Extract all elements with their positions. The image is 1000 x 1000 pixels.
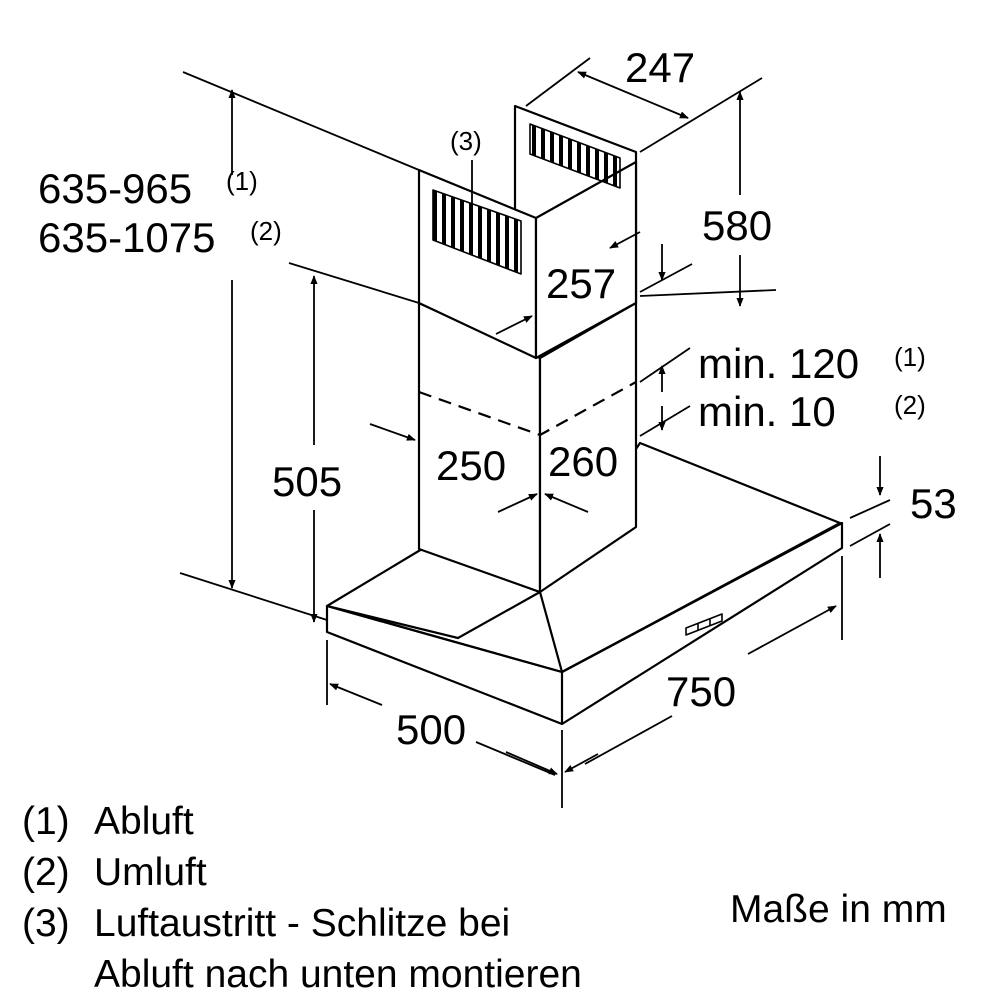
dim-gap-recirc: min. 10: [698, 388, 836, 435]
extension-lines: [179, 57, 891, 808]
dim-chimney-depth-top: 247: [625, 44, 695, 91]
dim-chimney-width-lower: 250: [436, 442, 506, 489]
legend-number: (2): [22, 851, 70, 894]
dim-chimney-depth-lower: 260: [548, 438, 618, 485]
chimney-lower: [417, 301, 638, 594]
legend-item: (3) Luftaustritt - Schlitze bei: [22, 898, 742, 949]
dim-hood-depth: 500: [396, 706, 466, 753]
dim-gap-exhaust-note: (1): [894, 342, 926, 372]
dim-height-exhaust: 635-965: [38, 165, 192, 212]
callout-slots: (3): [450, 126, 482, 156]
legend-number: (3): [22, 902, 70, 945]
air-outlet-slots-icon: [432, 123, 621, 275]
dim-canopy-height: 505: [272, 458, 342, 505]
dim-gap-recirc-note: (2): [894, 390, 926, 420]
dim-height-recirc: 635-1075: [38, 214, 216, 261]
legend: (1) Abluft (2) Umluft (3) Luftaustritt -…: [22, 796, 742, 1000]
dim-chimney-height-upper: 580: [702, 202, 772, 249]
dim-hood-width: 750: [666, 668, 736, 715]
legend-item: (2) Umluft: [22, 847, 742, 898]
dim-height-recirc-note: (2): [250, 216, 282, 246]
legend-item: (1) Abluft: [22, 796, 742, 847]
dimension-lines: [228, 71, 884, 775]
control-panel-buttons-icon: [685, 613, 723, 636]
legend-number: (1): [22, 800, 70, 843]
dim-gap-exhaust: min. 120: [698, 340, 859, 387]
dim-chimney-width-upper: 257: [546, 260, 616, 307]
legend-text-continuation: Abluft nach unten montieren: [94, 953, 582, 996]
legend-text: Abluft: [94, 800, 194, 843]
hood-base: [325, 521, 844, 726]
dim-height-exhaust-note: (1): [226, 166, 258, 196]
legend-text: Luftaustritt - Schlitze bei: [94, 902, 511, 945]
units-note: Maße in mm: [730, 888, 947, 931]
legend-text: Umluft: [94, 851, 207, 894]
dim-hood-thickness: 53: [910, 480, 957, 527]
